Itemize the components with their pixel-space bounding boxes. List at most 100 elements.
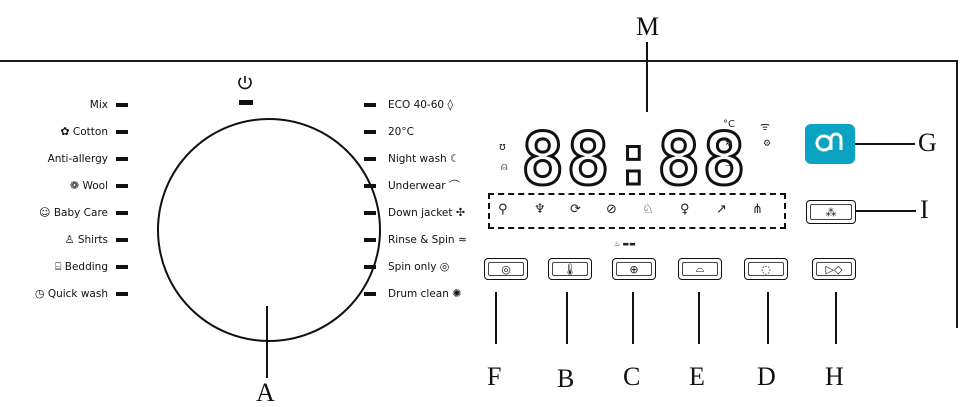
- program-label: 20°C: [388, 126, 414, 138]
- program-label: Bedding: [64, 261, 108, 273]
- callout-h: H: [825, 362, 844, 391]
- stain-icon: ♆: [534, 202, 546, 217]
- callout-e: E: [689, 362, 705, 391]
- callout-a: A: [256, 378, 275, 407]
- temp-label-icon: ♨ ▬▬: [614, 240, 636, 248]
- power-icon: [236, 74, 254, 96]
- callout-g-line: [855, 143, 915, 145]
- speed-icon: ⟳: [570, 202, 581, 217]
- program-tick: [364, 157, 376, 161]
- wool-icon: ❁: [69, 179, 80, 192]
- callout-e-line: [698, 292, 700, 344]
- program-label: Night wash: [388, 153, 447, 165]
- quick-icon: ↗: [716, 202, 727, 217]
- hygiene-icon: ♘: [642, 202, 654, 217]
- program-left-4: ☺ Baby Care: [39, 206, 108, 220]
- program-left-7: ◷ Quick wash: [35, 287, 108, 301]
- program-tick: [364, 103, 376, 107]
- program-label: Mix: [89, 99, 108, 111]
- program-tick: [116, 238, 128, 242]
- lock-button-icon: ◌: [761, 262, 771, 276]
- delay-button-icon: ◎: [501, 262, 511, 276]
- callout-g: G: [918, 128, 937, 157]
- wifi-indicator-icon: ᯤ: [760, 120, 771, 133]
- program-tick: [116, 103, 128, 107]
- program-right-7: Drum clean ✺: [388, 287, 461, 301]
- steam-option-button[interactable]: ⁂: [806, 200, 856, 224]
- program-label: Anti-allergy: [47, 153, 108, 165]
- program-right-0: ECO 40-60 ◊: [388, 98, 453, 112]
- wifi-connect-button[interactable]: [805, 124, 855, 164]
- temperature-button-icon: 🌡: [563, 262, 577, 276]
- program-right-4: Down jacket ✣: [388, 206, 465, 220]
- extra-rinse-icon: ⊘: [606, 202, 617, 217]
- top-rule: [0, 60, 958, 62]
- program-label: Wool: [82, 180, 108, 192]
- rinse-button-icon: ⊕: [629, 262, 639, 276]
- program-tick: [116, 184, 128, 188]
- program-label: Shirts: [77, 234, 108, 246]
- right-rule: [956, 60, 958, 328]
- callout-b-line: [566, 292, 568, 344]
- callout-b: B: [557, 364, 575, 393]
- crease-icon: ⋔: [752, 202, 763, 217]
- wine-glass-icon: ♀: [680, 202, 690, 217]
- program-label: Down jacket: [388, 207, 453, 219]
- program-right-6: Spin only ◎: [388, 260, 449, 274]
- program-label: Rinse & Spin: [388, 234, 455, 246]
- callout-f: F: [487, 362, 502, 391]
- temperature-button[interactable]: 🌡: [548, 258, 592, 280]
- prewash-icon: ⚲: [498, 202, 508, 217]
- spin-button[interactable]: ⌓: [678, 258, 722, 280]
- program-label: Cotton: [72, 126, 108, 138]
- spin-button-icon: ⌓: [695, 262, 705, 275]
- callout-f-line: [495, 292, 497, 344]
- callout-c-line: [632, 292, 634, 344]
- delay-button[interactable]: ◎: [484, 258, 528, 280]
- callout-m: M: [636, 12, 660, 41]
- option-indicator-row: [488, 193, 786, 229]
- callout-a-line: [266, 306, 268, 378]
- program-label: Spin only: [388, 261, 437, 273]
- steam-button-icon: ⁂: [825, 205, 837, 219]
- remote-indicator-icon: ⚙: [763, 139, 772, 149]
- lock-button[interactable]: ◌: [744, 258, 788, 280]
- quick-wash-icon: ◷: [34, 287, 45, 300]
- wifi-button-icon: [815, 132, 843, 152]
- eco-icon: ◊: [447, 98, 453, 111]
- program-label: ECO 40-60: [388, 99, 445, 111]
- callout-d: D: [757, 362, 776, 391]
- start-pause-button[interactable]: ▷◇: [812, 258, 856, 280]
- program-label: Quick wash: [47, 288, 108, 300]
- program-tick: [116, 157, 128, 161]
- callout-i: I: [920, 195, 929, 224]
- callout-c: C: [623, 362, 641, 391]
- program-left-1: ✿ Cotton: [60, 125, 108, 139]
- child-lock-indicator-icon: ʊ: [499, 140, 506, 153]
- program-label: Baby Care: [53, 207, 108, 219]
- callout-m-line: [646, 42, 648, 112]
- program-right-2: Night wash ☾: [388, 152, 460, 166]
- program-tick: [116, 265, 128, 269]
- spin-icon: ◎: [439, 260, 450, 273]
- shirt-icon: ♙: [64, 233, 75, 246]
- cotton-icon: ✿: [60, 125, 70, 138]
- program-left-3: ❁ Wool: [70, 179, 108, 193]
- program-dial[interactable]: [157, 118, 381, 342]
- door-lock-indicator-icon: ⍝: [501, 160, 508, 173]
- rinse-indicator-icon: ⌣: [725, 161, 731, 171]
- start-pause-button-icon: ▷◇: [825, 262, 843, 276]
- rinse-spin-icon: ≈: [457, 233, 468, 246]
- program-left-2: Anti-allergy: [48, 152, 108, 166]
- program-label: Drum clean: [388, 288, 449, 300]
- underwear-icon: ⌒: [448, 179, 460, 192]
- moon-icon: ☾: [450, 152, 460, 165]
- rinse-button[interactable]: ⊕: [612, 258, 656, 280]
- program-left-6: ⌸ Bedding: [55, 260, 108, 274]
- program-left-0: Mix: [90, 98, 108, 112]
- display: ʊ ⍝ 88:88 °C ✲ ⌣ ᯤ ⚙: [495, 116, 795, 203]
- program-left-5: ♙ Shirts: [65, 233, 108, 247]
- program-tick: [364, 292, 376, 296]
- program-tick: [116, 211, 128, 215]
- callout-h-line: [835, 292, 837, 344]
